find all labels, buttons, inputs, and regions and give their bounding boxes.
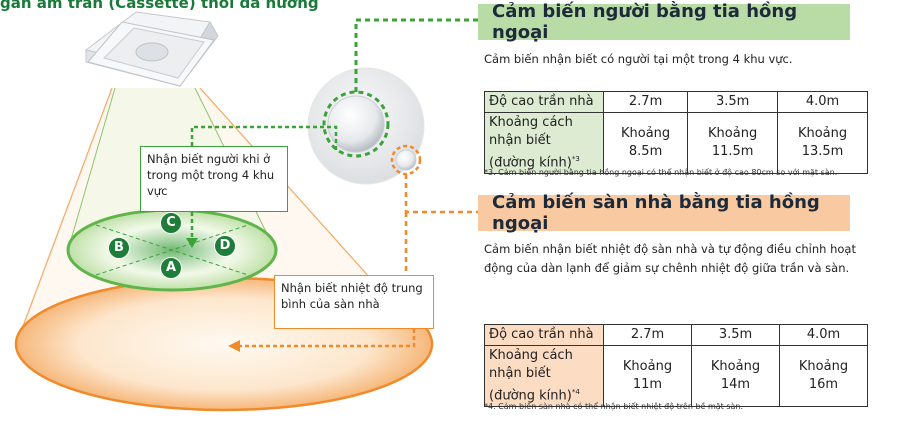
header-cell: Khoảng cách nhận biết (đường kính)*3 (484, 111, 604, 175)
floor-sensor-leader (404, 174, 478, 214)
ir-sensor-footnote: *3. Cảm biến người bằng tia hồng ngoại c… (484, 168, 838, 177)
cassette-center (135, 42, 169, 62)
zone-b-marker: B (108, 237, 130, 259)
floor-sensor-footnote: *4. Cảm biến sàn nhà có thể nhận biết nh… (484, 402, 744, 411)
person-callout-leader (190, 125, 338, 150)
page-title: gắn âm trần (Cassette) thổi đa hướng (0, 0, 319, 12)
floor-sensor-table: Độ cao trần nhà 2.7m 3.5m 4.0m Khoảng cá… (484, 324, 868, 408)
ir-sensor-description: Cảm biến nhận biết có người tại một tron… (484, 52, 793, 66)
table-row: Độ cao trần nhà 2.7m 3.5m 4.0m (484, 324, 868, 346)
floor-sensor-description-1: Cảm biến nhận biết nhiệt độ sàn nhà và t… (484, 242, 856, 256)
floor-detection-callout: Nhận biết nhiệt độ trung bình của sàn nh… (274, 275, 434, 329)
table-cell: 3.5m (687, 91, 779, 113)
zone-d-marker: D (214, 235, 236, 257)
ir-sensor-leader (354, 18, 478, 92)
ir-sensor-table: Độ cao trần nhà 2.7m 3.5m 4.0m Khoảng cá… (484, 91, 868, 175)
table-cell: 4.0m (777, 91, 868, 113)
floor-sensor-title: Cảm biến sàn nhà bằng tia hồng ngoại (478, 192, 850, 234)
table-cell: 4.0m (779, 324, 868, 346)
table-cell: 2.7m (603, 324, 692, 346)
green-cone-left-edge (67, 87, 116, 251)
table-cell: Khoảng 11m (603, 344, 692, 408)
footnote-ref: *3 (571, 155, 580, 163)
person-sensor-ball (327, 95, 385, 153)
table-row: Khoảng cách nhận biết (đường kính)*3 Kho… (484, 111, 868, 175)
row-label: Khoảng cách nhận biết (đường kính) (489, 348, 573, 404)
table-cell: 3.5m (691, 324, 780, 346)
zone-c-marker: C (160, 212, 182, 234)
header-cell: Độ cao trần nhà (484, 324, 604, 346)
floor-arrow-leader (240, 329, 416, 348)
table-cell: Khoảng 16m (779, 344, 868, 408)
row-label: Khoảng cách nhận biết (đường kính) (489, 115, 573, 171)
table-cell: 2.7m (602, 91, 689, 113)
floor-arrow-head (228, 340, 240, 352)
orange-cone-left-edge (15, 87, 113, 346)
person-arrow-head (186, 238, 198, 248)
floor-sensor-ball (395, 149, 417, 171)
person-sensor-highlight (322, 90, 390, 158)
ir-sensor-title: Cảm biến người bằng tia hồng ngoại (478, 1, 850, 43)
zone-divider-2 (95, 224, 249, 276)
table-row: Độ cao trần nhà 2.7m 3.5m 4.0m (484, 91, 868, 113)
footnote-ref: *4 (571, 388, 580, 396)
table-cell: Khoảng 8.5m (602, 111, 689, 175)
table-cell: Khoảng 11.5m (687, 111, 779, 175)
table-cell: Khoảng 14m (691, 344, 780, 408)
header-cell: Khoảng cách nhận biết (đường kính)*4 (484, 344, 604, 408)
table-cell: Khoảng 13.5m (777, 111, 868, 175)
floor-sensor-description-2: động của dàn lạnh để giảm sự chênh nhiệt… (484, 261, 850, 275)
zone-a-marker: A (160, 257, 182, 279)
table-row: Khoảng cách nhận biết (đường kính)*4 Kho… (484, 344, 868, 408)
header-cell: Độ cao trần nhà (484, 91, 604, 113)
person-detection-callout: Nhận biết người khi ở trong một trong 4 … (140, 146, 288, 212)
